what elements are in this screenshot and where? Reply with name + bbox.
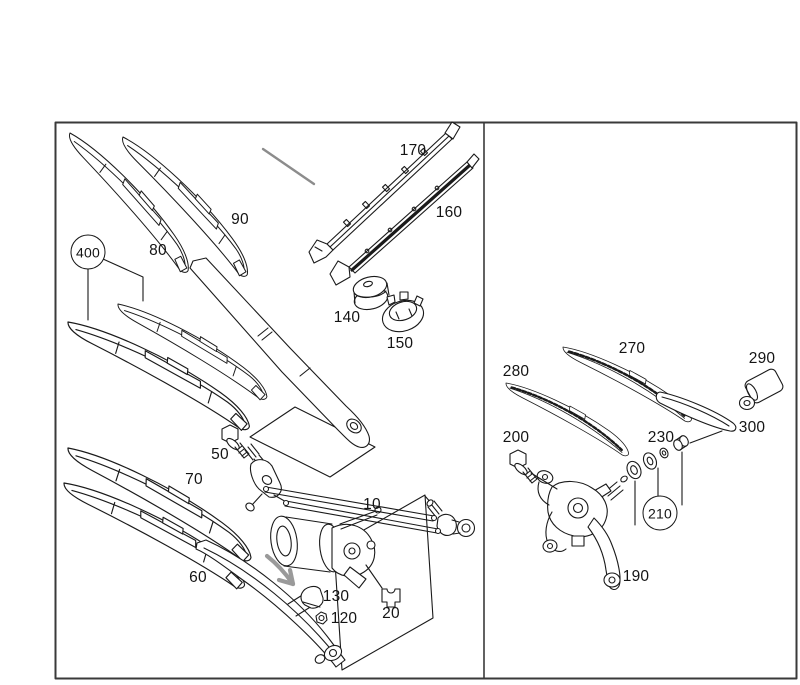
- bolt-200: [509, 449, 558, 490]
- cap-290: [744, 368, 784, 404]
- wiper-refill-rail-170: [308, 121, 461, 264]
- rear-arm-housing-270: [655, 391, 737, 444]
- rear-blade-280: [499, 374, 638, 459]
- wiper-motor: [270, 506, 382, 589]
- label-210-bracket: [634, 451, 683, 526]
- clip-20: [365, 564, 401, 608]
- cap-140: [352, 275, 390, 311]
- grommet-230: [673, 435, 689, 451]
- wiper-arm-80: [189, 257, 370, 448]
- bolt-50: [221, 424, 250, 459]
- nut-120: [315, 611, 328, 625]
- leader-200-to-motor: [530, 472, 558, 490]
- washer-group-210: [626, 447, 669, 480]
- label-400-leaders: [87, 258, 144, 321]
- leader-arm-to-230: [689, 430, 723, 444]
- washer-300: [738, 395, 756, 411]
- left-spindle-bearing: [244, 443, 289, 512]
- gray-arrow: [264, 553, 296, 587]
- gray-reference-line: [261, 147, 316, 186]
- cap-130: [300, 585, 324, 609]
- link-rods: [262, 485, 442, 535]
- adapter-150: [381, 291, 425, 333]
- linkage-console-rail: [195, 539, 346, 668]
- panel-frame: [54, 121, 798, 680]
- wiper-rubber-160: [329, 153, 480, 286]
- rear-motor-190: [536, 470, 628, 591]
